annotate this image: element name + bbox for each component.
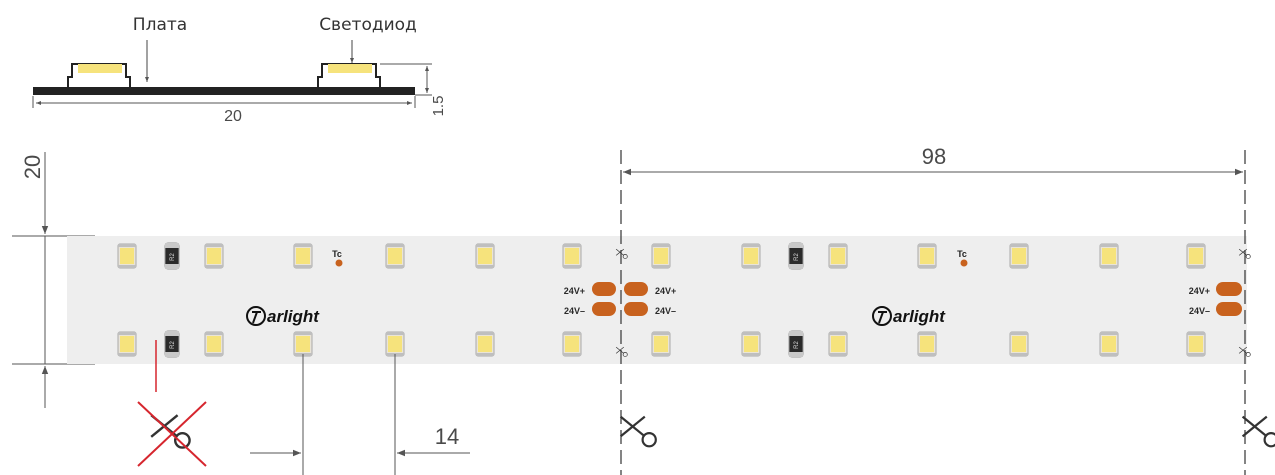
led (828, 331, 848, 357)
pad-minus-label: 24V– (1189, 306, 1210, 316)
led (1186, 331, 1206, 357)
resistor-code: R2 (170, 253, 176, 261)
pad-plus-label: 24V+ (564, 286, 585, 296)
tc-point: Tc (957, 249, 968, 267)
led (1099, 331, 1119, 357)
led (293, 331, 313, 357)
led (651, 243, 671, 269)
scissors-icon (619, 415, 657, 448)
led (204, 243, 224, 269)
tc-point: Tc (332, 249, 343, 267)
solder-pads-cut-1: 24V+ 24V– 24V+ 24V– (564, 282, 676, 316)
led (475, 331, 495, 357)
led (917, 331, 937, 357)
solder-pads-cut-2: 24V+ 24V– (1189, 282, 1242, 316)
width-dimension-value: 20 (224, 108, 242, 125)
led-profile-left (67, 63, 131, 87)
arlight-logo-icon: arlight (246, 306, 320, 326)
led (1009, 243, 1029, 269)
pitch-value: 14 (435, 424, 459, 449)
height-dimension-value: 1.5 (430, 96, 447, 117)
resistor-code: R2 (794, 341, 800, 349)
strip-height-value: 20 (20, 155, 45, 179)
led (562, 331, 582, 357)
led-label: Светодиод (319, 15, 417, 35)
led (475, 243, 495, 269)
led (917, 243, 937, 269)
scissors-icon (1241, 415, 1275, 448)
brand-text: arlight (893, 307, 946, 326)
pad-plus-label: 24V+ (655, 286, 676, 296)
resistor: R2 (788, 242, 804, 270)
pad-plus-label: 24V+ (1189, 286, 1210, 296)
brand-text: arlight (267, 307, 320, 326)
led (562, 243, 582, 269)
segment-dimension: 98 (623, 144, 1243, 176)
tc-label: Tc (957, 249, 967, 259)
led (1186, 243, 1206, 269)
crossed-scissors-icon (137, 340, 207, 467)
resistor: R2 (164, 330, 180, 358)
led (117, 243, 137, 269)
led (117, 331, 137, 357)
segment-value: 98 (922, 144, 946, 169)
tc-label: Tc (332, 249, 342, 259)
pitch-dimension: 14 (250, 354, 470, 475)
resistor: R2 (164, 242, 180, 270)
led (828, 243, 848, 269)
led (651, 331, 671, 357)
pad-minus-label: 24V– (564, 306, 585, 316)
board-label: Плата (133, 15, 187, 35)
led (385, 243, 405, 269)
led (741, 331, 761, 357)
led (293, 243, 313, 269)
led-profile-right (317, 63, 381, 87)
resistor: R2 (788, 330, 804, 358)
resistor-code: R2 (170, 341, 176, 349)
pad-minus-label: 24V– (655, 306, 676, 316)
led (385, 331, 405, 357)
board-profile (33, 87, 415, 95)
led (741, 243, 761, 269)
resistor-code: R2 (794, 253, 800, 261)
arlight-logo-icon: arlight (872, 306, 946, 326)
led (1009, 331, 1029, 357)
led (204, 331, 224, 357)
cross-section: Плата Светодиод 20 1.5 (32, 15, 447, 125)
led (1099, 243, 1119, 269)
